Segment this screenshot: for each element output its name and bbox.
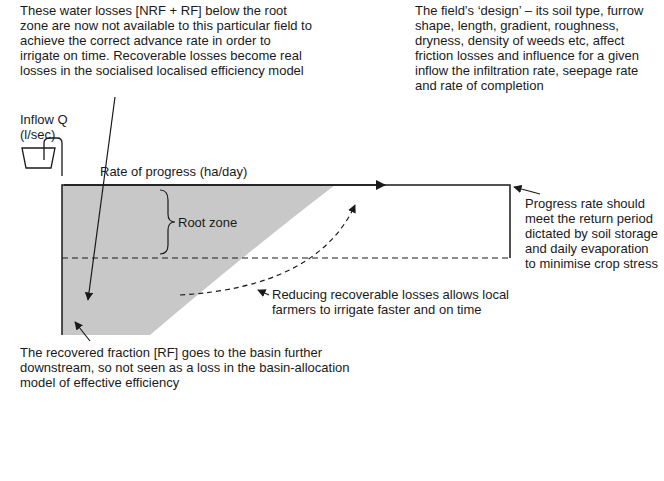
axis-label: Rate of progress (ha/day) <box>100 164 300 179</box>
progress-arrow <box>64 184 385 186</box>
root-zone-boundary <box>62 257 510 258</box>
leader-line <box>75 322 90 341</box>
inflow-label: Inflow Q (l/sec) <box>20 112 90 142</box>
note-text: The recovered fraction [RF] goes to the … <box>20 345 365 390</box>
leader-line <box>88 97 115 300</box>
leader-line <box>514 187 540 194</box>
inflow-tank <box>22 148 55 168</box>
note-text: The field’s ‘design’ – its soil type, fu… <box>415 3 655 93</box>
siphon-tube <box>44 138 62 176</box>
note-text: Reducing recoverable losses allows local… <box>272 287 537 317</box>
note-text: Progress rate should meet the return per… <box>525 196 659 271</box>
note-text: These water losses [NRF + RF] below the … <box>20 3 312 78</box>
leader-line <box>258 290 269 295</box>
root-zone-brace <box>160 190 175 254</box>
zone-label: Root zone <box>178 215 268 230</box>
